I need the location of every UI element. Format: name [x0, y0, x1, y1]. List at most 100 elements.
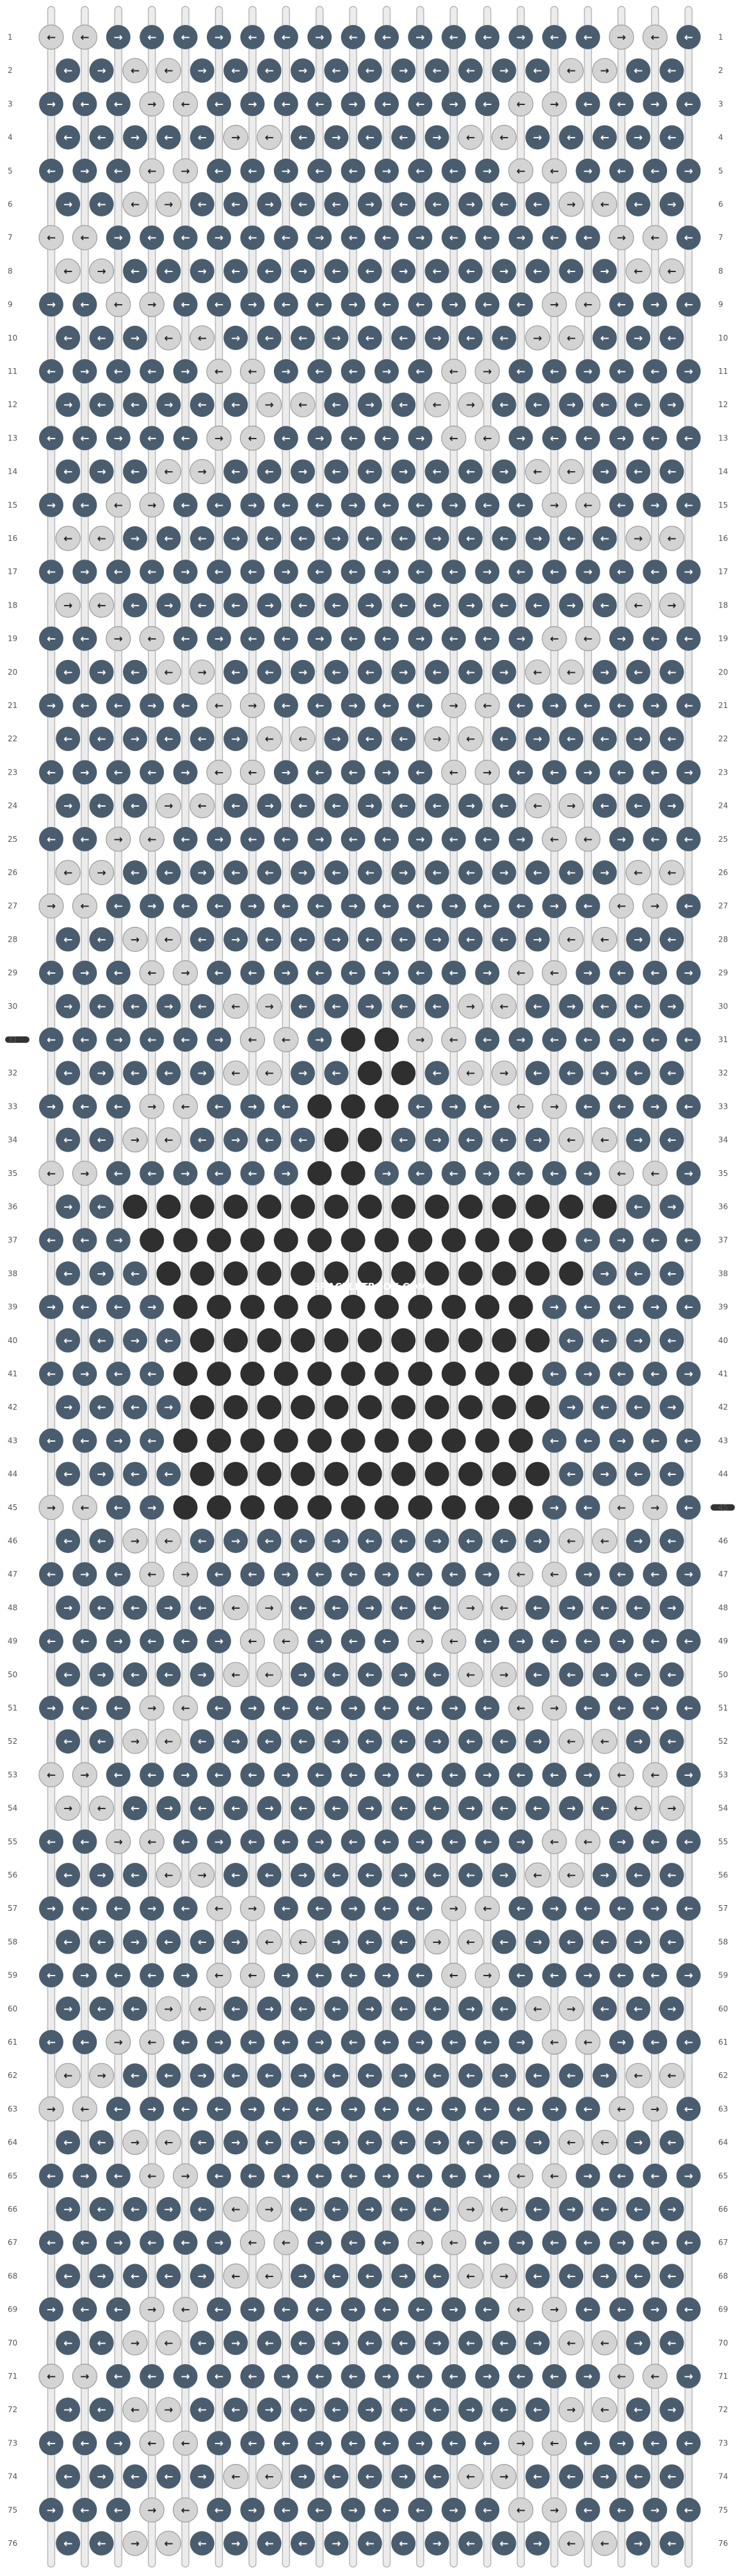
knot: ← — [273, 626, 298, 651]
knot-arrow-icon: → — [499, 265, 508, 278]
knot-arrow-icon: → — [550, 98, 559, 111]
knot-arrow-icon: ← — [466, 2337, 475, 2350]
knot-circle — [273, 894, 298, 919]
row-number-right: 19 — [718, 634, 728, 643]
knot-circle — [189, 1595, 214, 1620]
knot-arrow-icon: ← — [399, 1803, 408, 1815]
knot: ← — [257, 259, 282, 284]
knot-arrow-icon: ← — [248, 1970, 257, 1983]
knot-circle — [223, 2464, 248, 2490]
knot-circle — [592, 793, 617, 818]
knot: ← — [542, 2029, 567, 2055]
knot-arrow-icon: → — [181, 766, 189, 779]
knot: ← — [324, 1796, 349, 1821]
knot: ← — [492, 526, 517, 551]
knot-arrow-icon: ← — [131, 1803, 140, 1815]
knot: → — [626, 1929, 650, 1954]
knot-circle — [391, 325, 416, 350]
knot: ← — [609, 2163, 634, 2188]
knot-circle — [592, 1929, 617, 1954]
knot: ← — [189, 125, 214, 150]
knot-circle — [559, 727, 584, 752]
knot-circle — [391, 1328, 416, 1353]
knot-circle — [458, 726, 483, 752]
knot-circle — [424, 2330, 449, 2355]
knot-arrow-icon: → — [600, 666, 609, 679]
knot-circle — [257, 2063, 282, 2088]
knot-arrow-icon: ← — [382, 1636, 391, 1648]
knot-circle — [542, 1561, 567, 1587]
knot: ← — [626, 2397, 650, 2422]
knot: → — [341, 894, 366, 919]
knot-circle — [424, 125, 449, 150]
knot-arrow-icon: ← — [80, 432, 89, 445]
knot-circle — [291, 1796, 315, 1821]
knot: ← — [123, 1061, 147, 1086]
knot: → — [492, 860, 517, 885]
knot-circle — [56, 459, 81, 484]
knot-arrow-icon: → — [583, 1168, 592, 1180]
knot-arrow-icon: ← — [466, 666, 475, 679]
knot: → — [643, 1896, 668, 1921]
knot: ← — [458, 2464, 483, 2490]
knot: ← — [357, 125, 382, 150]
knot: ← — [424, 58, 449, 83]
knot-arrow-icon: → — [198, 2070, 207, 2082]
knot-circle — [156, 458, 181, 485]
knot-arrow-icon: ← — [516, 1702, 525, 1715]
knot-arrow-icon: ← — [382, 633, 391, 646]
knot: ← — [676, 2431, 701, 2456]
knot: ← — [341, 2230, 366, 2255]
knot — [391, 1461, 416, 1486]
knot: ← — [643, 760, 668, 785]
knot-arrow-icon: ← — [248, 1034, 257, 1047]
knot-arrow-icon: → — [382, 1769, 391, 1782]
knot: ← — [374, 492, 399, 517]
row-number-left: 47 — [8, 1570, 17, 1579]
knot-arrow-icon: ← — [533, 2404, 542, 2417]
knot-arrow-icon: → — [567, 2404, 575, 2417]
knot-arrow-icon: ← — [600, 1803, 609, 1815]
knot-circle — [207, 1829, 231, 1854]
knot-circle — [291, 994, 315, 1018]
knot-arrow-icon: → — [298, 2471, 307, 2484]
knot-circle — [542, 25, 567, 49]
row-number-right: 61 — [718, 2038, 728, 2047]
knot-arrow-icon: ← — [483, 1034, 492, 1047]
knot-circle — [374, 960, 399, 985]
knot-circle — [173, 1161, 198, 1186]
knot-circle — [408, 2297, 433, 2322]
knot-arrow-icon: → — [97, 466, 106, 479]
knot-arrow-icon: → — [63, 399, 72, 412]
knot-arrow-icon: → — [264, 2203, 273, 2216]
knot-arrow-icon: ← — [147, 1034, 156, 1047]
knot: ← — [341, 626, 366, 651]
knot-circle — [609, 359, 634, 383]
knot-arrow-icon: ← — [600, 1735, 609, 1748]
knot-arrow-icon: ← — [483, 232, 492, 245]
knot-arrow-icon: → — [114, 1034, 123, 1047]
knot: → — [542, 1695, 567, 1721]
knot-circle — [223, 259, 248, 284]
knot-arrow-icon: ← — [583, 1234, 592, 1247]
knot: ← — [559, 526, 584, 551]
knot-arrow-icon: ← — [282, 833, 291, 846]
knot-circle — [391, 192, 416, 216]
row-number-right: 47 — [718, 1570, 728, 1579]
knot: → — [407, 2230, 433, 2255]
knot-arrow-icon: ← — [550, 1034, 559, 1047]
knot-circle — [56, 125, 81, 150]
knot: ← — [374, 826, 399, 851]
knot-arrow-icon: ← — [114, 700, 123, 712]
row-number-left: 4 — [8, 133, 13, 142]
knot-arrow-icon: ← — [282, 633, 291, 646]
knot: ← — [441, 826, 466, 851]
knot: → — [156, 191, 181, 217]
knot-circle — [458, 593, 483, 618]
knot: ← — [391, 1127, 416, 1152]
knot: → — [122, 926, 148, 953]
knot-arrow-icon: ← — [583, 1435, 592, 1447]
knot: → — [39, 1896, 63, 1921]
knot-circle — [307, 1294, 332, 1319]
knot: → — [676, 158, 701, 183]
